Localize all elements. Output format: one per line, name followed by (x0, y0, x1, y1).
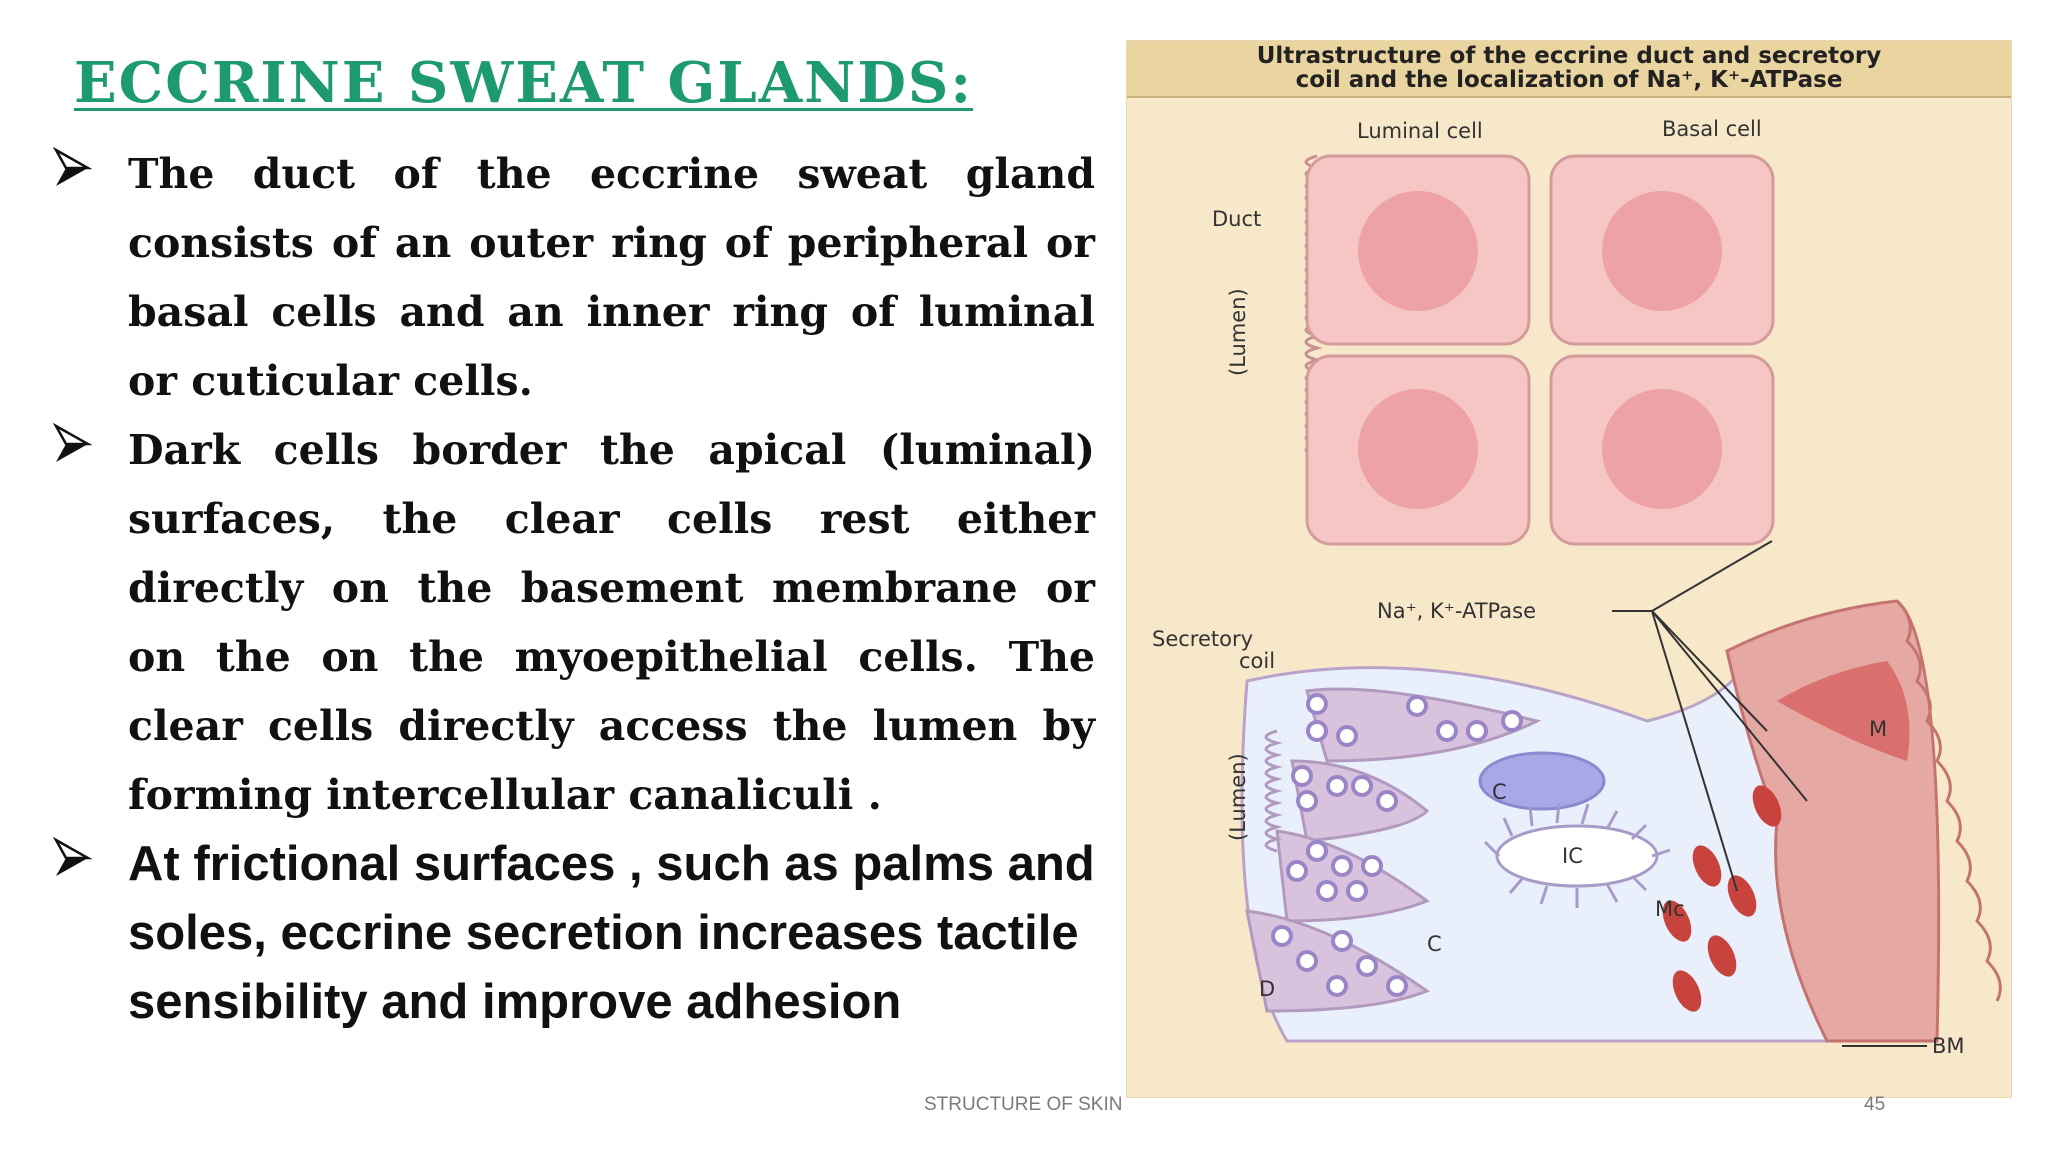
bullet-list: The duct of the eccrine sweat gland cons… (50, 140, 1095, 1037)
secretory-coil (1240, 599, 2002, 1043)
duct-cells (1305, 154, 1775, 546)
label-myoepithelial: M (1869, 717, 1887, 741)
bullet-text: Dark cells border the apical (luminal) s… (128, 426, 1095, 819)
label-lumen-coil: (Lumen) (1226, 753, 1250, 841)
label-luminal-cell: Luminal cell (1357, 119, 1483, 143)
bullet-item: Dark cells border the apical (luminal) s… (50, 416, 1095, 830)
mitochondria (1662, 785, 1782, 1012)
label-clear-cell-2: C (1427, 932, 1442, 956)
myoepithelial-fibers (1777, 661, 1910, 761)
label-coil: coil (1239, 649, 1275, 673)
bullet-item: At frictional surfaces , such as palms a… (50, 830, 1095, 1037)
ultrastructure-diagram: Luminal cell Basal cell Duct (Lumen) Na⁺… (1152, 117, 2002, 1058)
nucleus (1602, 389, 1722, 509)
dark-cell (1290, 759, 1430, 843)
label-basal-cell: Basal cell (1662, 117, 1762, 141)
bullet-item: The duct of the eccrine sweat gland cons… (50, 140, 1095, 416)
label-clear-cell: C (1492, 780, 1507, 804)
page-number: 45 (1864, 1094, 1886, 1115)
label-atpase: Na⁺, K⁺-ATPase (1377, 599, 1536, 623)
arrow-bullet-icon (52, 422, 92, 462)
label-basement-membrane: BM (1932, 1034, 1965, 1058)
leader-lines (1612, 540, 1927, 1047)
figure-title-line1: Ultrastructure of the eccrine duct and s… (1256, 43, 1882, 69)
label-duct: Duct (1212, 207, 1261, 231)
intercellular-canaliculus (1483, 802, 1671, 908)
sweat-gland-figure: Luminal cell Basal cell Duct (Lumen) Na⁺… (1126, 40, 2012, 1098)
clear-cell-nucleus (1478, 751, 1606, 811)
label-dark-cell: D (1259, 977, 1275, 1001)
label-mitochondria: Mc (1655, 897, 1685, 921)
nucleus (1358, 389, 1478, 509)
arrow-bullet-icon (52, 836, 92, 876)
label-secretory: Secretory (1152, 627, 1253, 651)
footer-text: STRUCTURE OF SKIN (924, 1094, 1123, 1115)
nucleus (1602, 191, 1722, 311)
dark-cell (1305, 687, 1542, 763)
label-lumen-duct: (Lumen) (1226, 288, 1250, 376)
bullet-text: At frictional surfaces , such as palms a… (128, 837, 1095, 1029)
nucleus (1358, 191, 1478, 311)
slide-title: ECCRINE SWEAT GLANDS: (74, 50, 974, 116)
label-intercellular-canaliculus: IC (1562, 844, 1583, 868)
bullet-text: The duct of the eccrine sweat gland cons… (128, 150, 1095, 405)
figure-title-line2: coil and the localization of Na⁺, K⁺-ATP… (1295, 67, 1843, 93)
figure-title: Ultrastructure of the eccrine duct and s… (1127, 41, 2011, 98)
arrow-bullet-icon (52, 146, 92, 186)
